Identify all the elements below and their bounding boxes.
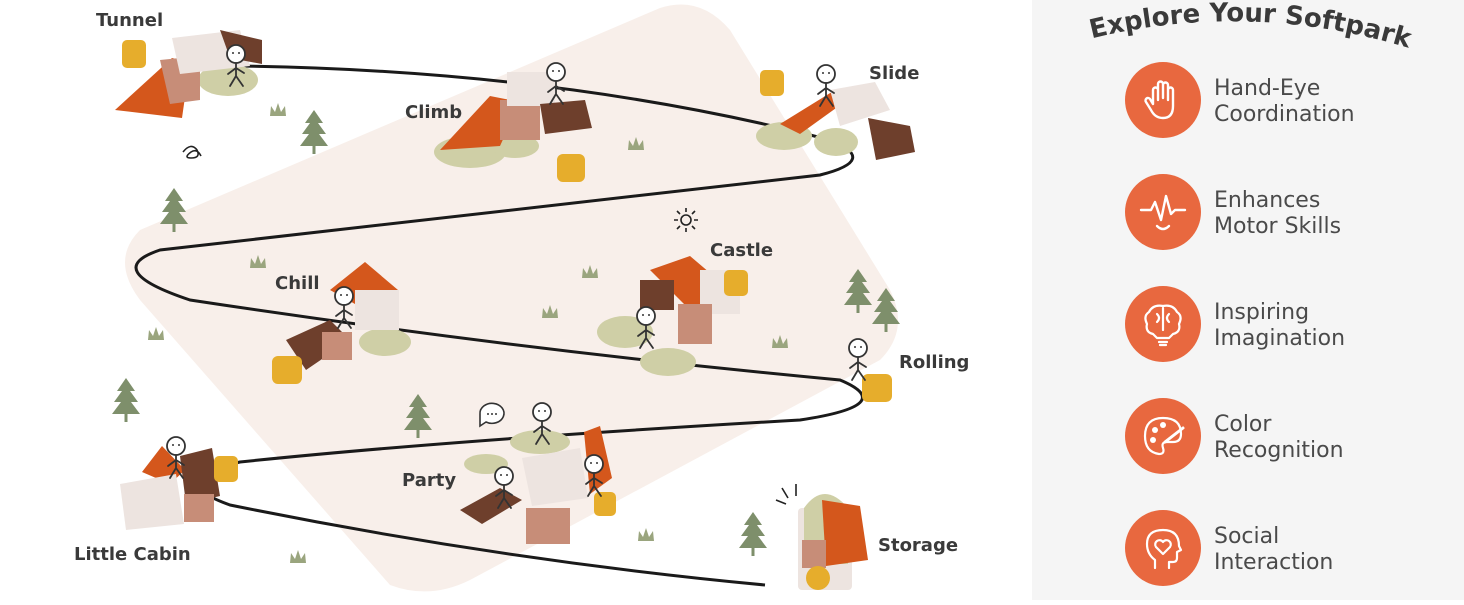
spot-label-climb: Climb (405, 102, 463, 123)
climb-playset (434, 62, 592, 182)
svg-text:Explore Your Softpark: Explore Your Softpark (1087, 0, 1416, 55)
pulse-smile-icon (1125, 174, 1201, 250)
spot-label-chill: Chill (275, 273, 320, 294)
party-playset (460, 402, 616, 544)
benefit-color-recognition: Color Recognition (1125, 398, 1455, 478)
benefit-motor-skills: Enhances Motor Skills (1125, 174, 1455, 254)
benefit-label: Color Recognition (1214, 412, 1344, 463)
storage-playset (775, 484, 868, 590)
rolling-playset (848, 338, 892, 402)
castle-playset (597, 256, 748, 376)
benefit-hand-eye-coordination: Hand-Eye Coordination (1125, 62, 1455, 142)
spot-label-castle: Castle (710, 240, 774, 261)
tunnel-playset (115, 30, 262, 118)
ground-area (125, 4, 898, 592)
benefit-label: Hand-Eye Coordination (1214, 76, 1355, 127)
chill-playset (272, 262, 411, 384)
panel-title: Explore Your Softpark (1087, 0, 1416, 55)
head-heart-icon (1125, 510, 1201, 586)
map-illustration (112, 4, 915, 592)
spot-label-little-cabin: Little Cabin (74, 544, 191, 565)
spot-label-rolling: Rolling (899, 352, 970, 373)
softpark-map: Tunnel Climb Slide Chill Castle Rolling … (74, 4, 970, 592)
palette-icon (1125, 398, 1201, 474)
little-cabin-playset (120, 436, 238, 530)
panel-title-text: Explore Your Softpark (1087, 0, 1416, 55)
benefit-social-interaction: Social Interaction (1125, 510, 1455, 590)
spot-label-party: Party (402, 470, 457, 491)
benefit-label: Enhances Motor Skills (1214, 188, 1342, 239)
benefit-label: Inspiring Imagination (1214, 300, 1346, 351)
spot-label-slide: Slide (869, 63, 920, 84)
spot-label-storage: Storage (878, 535, 959, 556)
slide-playset (756, 64, 915, 160)
benefit-inspiring-imagination: Inspiring Imagination (1125, 286, 1455, 366)
hand-icon (1125, 62, 1201, 138)
brain-bulb-icon (1125, 286, 1201, 362)
spot-label-tunnel: Tunnel (96, 10, 164, 31)
benefits-panel: Explore Your Softpark Hand-Eye Coordinat… (1032, 0, 1464, 600)
benefit-label: Social Interaction (1214, 524, 1334, 575)
